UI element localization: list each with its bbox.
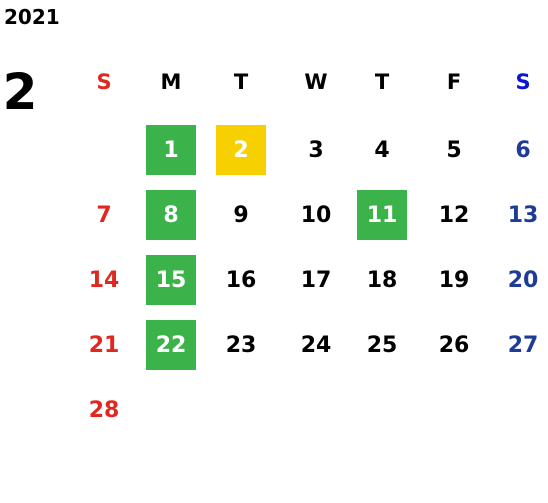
day-cell: 28 xyxy=(88,397,120,423)
day-cell: 18 xyxy=(366,267,398,293)
day-cell-holiday: 11 xyxy=(357,190,407,240)
day-cell: 14 xyxy=(88,267,120,293)
day-cell: 27 xyxy=(507,332,539,358)
day-cell: 26 xyxy=(438,332,470,358)
day-cell: 7 xyxy=(96,202,112,228)
year-label: 2021 xyxy=(4,5,60,29)
day-cell: 4 xyxy=(374,137,390,163)
day-cell: 12 xyxy=(438,202,470,228)
weekday-header-mon: M xyxy=(160,70,182,94)
day-cell: 3 xyxy=(308,137,324,163)
weekday-header-sun: S xyxy=(96,70,112,94)
weekday-header-wed: W xyxy=(304,70,328,94)
day-cell: 20 xyxy=(507,267,539,293)
month-label: 2 xyxy=(2,63,38,121)
weekday-header-sat: S xyxy=(515,70,531,94)
day-cell-holiday: 8 xyxy=(146,190,196,240)
day-cell: 6 xyxy=(515,137,531,163)
day-cell: 5 xyxy=(446,137,462,163)
day-cell-holiday: 22 xyxy=(146,320,196,370)
day-cell: 9 xyxy=(233,202,249,228)
day-cell: 10 xyxy=(300,202,332,228)
day-cell: 19 xyxy=(438,267,470,293)
day-cell: 23 xyxy=(225,332,257,358)
day-cell: 21 xyxy=(88,332,120,358)
day-cell-holiday: 1 xyxy=(146,125,196,175)
weekday-header-tue: T xyxy=(233,70,249,94)
day-cell: 24 xyxy=(300,332,332,358)
day-cell: 13 xyxy=(507,202,539,228)
day-cell: 25 xyxy=(366,332,398,358)
day-cell-holiday: 15 xyxy=(146,255,196,305)
day-cell: 17 xyxy=(300,267,332,293)
day-cell-special: 2 xyxy=(216,125,266,175)
day-cell: 16 xyxy=(225,267,257,293)
weekday-header-fri: F xyxy=(446,70,462,94)
weekday-header-thu: T xyxy=(374,70,390,94)
